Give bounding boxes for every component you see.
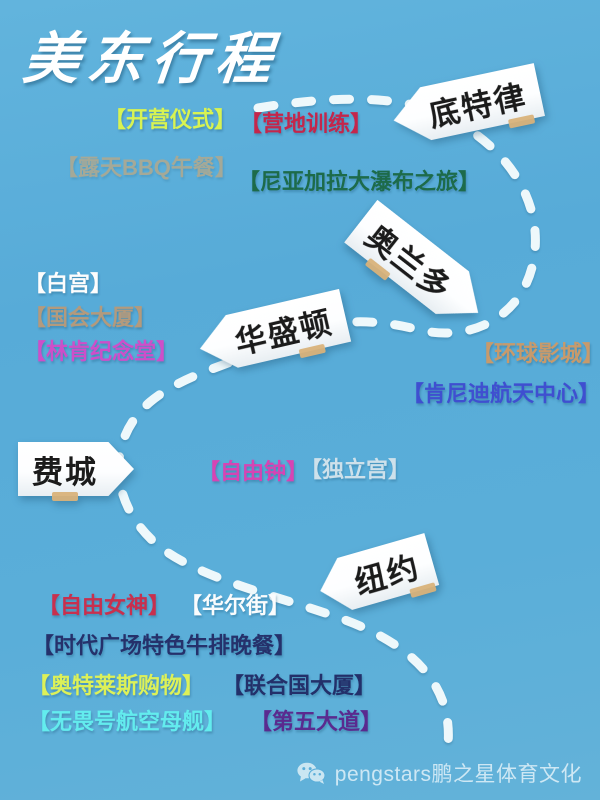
attraction-white-house: 【白宫】 (24, 271, 113, 296)
wechat-icon (297, 762, 326, 784)
watermark: pengstars鹏之星体育文化 (296, 758, 582, 788)
watermark-text: pengstars鹏之星体育文化 (334, 763, 582, 786)
city-banner-detroit[interactable]: 底特律 (388, 63, 545, 147)
attraction-wall-street: 【华尔街】 (180, 593, 291, 618)
page-title: 美东行程 (20, 29, 283, 91)
city-label-newyork: 纽约 (350, 548, 424, 601)
attraction-statue-of-liberty: 【自由女神】 (38, 593, 171, 618)
attraction-times-square-steak-dinner: 【时代广场特色牛排晚餐】 (32, 633, 297, 658)
city-banner-philadelphia[interactable]: 费城 (18, 442, 134, 501)
banner-flag: 华盛顿 (194, 289, 351, 375)
attraction-bbq-lunch: 【露天BBQ午餐】 (56, 155, 237, 180)
banner-flag: 纽约 (313, 533, 439, 617)
city-banner-washington[interactable]: 华盛顿 (194, 289, 351, 375)
attraction-independence-hall: 【独立宫】 (300, 457, 411, 482)
city-banner-orlando[interactable]: 奥兰多 (344, 200, 495, 334)
attraction-opening-ceremony: 【开营仪式】 (104, 107, 237, 132)
attraction-camp-training: 【营地训练】 (240, 111, 373, 136)
city-label-detroit: 底特律 (425, 78, 530, 134)
city-label-philadelphia: 费城 (32, 454, 98, 490)
attraction-outlets-shopping: 【奥特莱斯购物】 (28, 673, 205, 698)
attraction-universal-studios: 【环球影城】 (472, 341, 600, 366)
city-label-orlando: 奥兰多 (359, 218, 459, 307)
attraction-un-headquarters: 【联合国大厦】 (222, 673, 377, 698)
attraction-niagara-falls: 【尼亚加拉大瀑布之旅】 (238, 169, 481, 194)
city-banner-newyork[interactable]: 纽约 (313, 533, 439, 617)
city-label-washington: 华盛顿 (231, 304, 337, 361)
banner-flag: 费城 (18, 442, 134, 496)
attraction-lincoln-memorial: 【林肯纪念堂】 (24, 339, 179, 364)
banner-flag: 底特律 (388, 63, 545, 147)
banner-tape-nub (52, 492, 78, 501)
attraction-intrepid-carrier: 【无畏号航空母舰】 (28, 709, 227, 734)
attraction-kennedy-space-center: 【肯尼迪航天中心】 (402, 381, 600, 406)
attraction-fifth-avenue: 【第五大道】 (250, 709, 383, 734)
attraction-capitol-building: 【国会大厦】 (24, 305, 157, 330)
attraction-liberty-bell: 【自由钟】 (198, 459, 309, 484)
